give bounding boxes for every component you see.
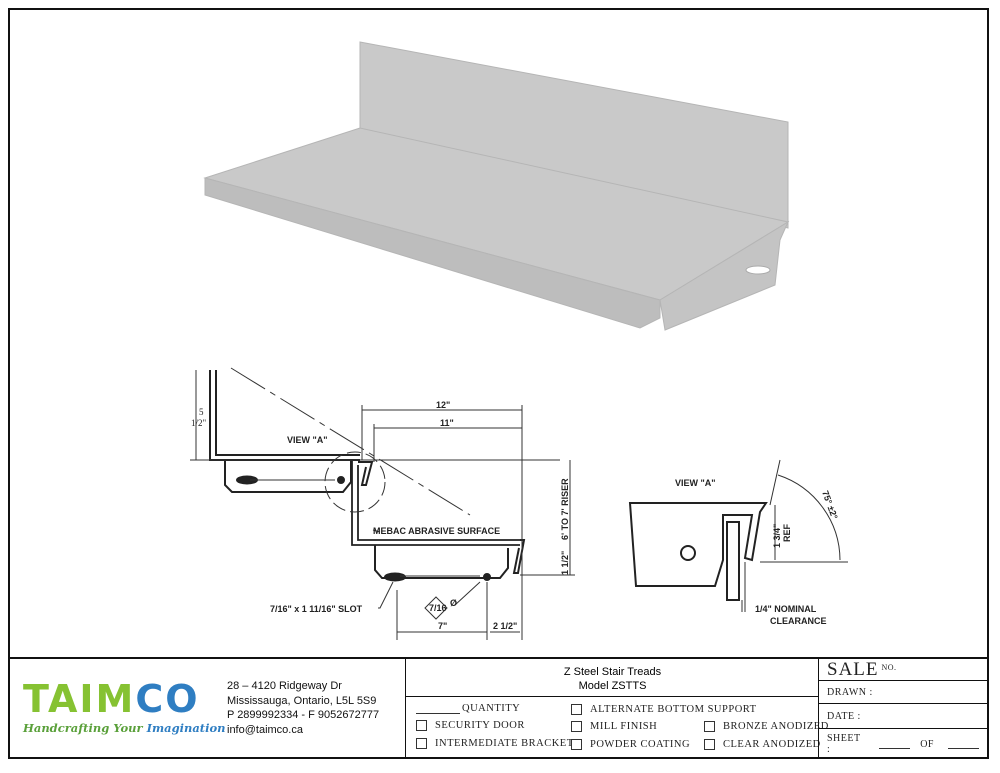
product-name: Z Steel Stair Treads bbox=[563, 666, 662, 678]
checkbox[interactable] bbox=[416, 738, 427, 749]
option-label: BRONZE ANODIZED bbox=[723, 721, 829, 732]
drawing-frame bbox=[8, 8, 989, 759]
option-label: INTERMEDIATE BRACKET bbox=[435, 738, 574, 749]
clearance-label-1: 1/4" NOMINAL bbox=[755, 604, 817, 614]
checkbox-clear-anodized[interactable]: CLEAR ANODIZED bbox=[704, 739, 821, 750]
logo-text-green: TAIM bbox=[23, 677, 136, 721]
checkbox[interactable] bbox=[571, 721, 582, 732]
hole-label: 7/16 bbox=[429, 603, 447, 613]
quantity-label: QUANTITY bbox=[462, 703, 521, 714]
dim-5: 5 bbox=[199, 407, 204, 417]
section-view bbox=[209, 370, 526, 582]
sale-label: SALE bbox=[827, 658, 879, 680]
option-label: POWDER COATING bbox=[590, 739, 691, 750]
ref-dim: 1 3/4" bbox=[772, 524, 782, 548]
ref-label: REF bbox=[782, 523, 792, 542]
option-label: ALTERNATE BOTTOM SUPPORT bbox=[590, 704, 757, 715]
checkbox-intermediate-bracket[interactable]: INTERMEDIATE BRACKET bbox=[416, 738, 574, 749]
checkbox[interactable] bbox=[571, 704, 582, 715]
date-row: DATE : bbox=[819, 704, 989, 729]
checkbox-powder-coating[interactable]: POWDER COATING bbox=[571, 739, 690, 750]
logo-text-blue: CO bbox=[135, 677, 200, 721]
dim-7: 7" bbox=[438, 621, 447, 631]
product-model: Model ZSTTS bbox=[578, 680, 647, 692]
detail-view-a bbox=[628, 502, 768, 601]
option-label: CLEAR ANODIZED bbox=[723, 739, 821, 750]
dim-11: 11" bbox=[440, 418, 454, 428]
product-options: Z Steel Stair Treads Model ZSTTS QUANTIT… bbox=[405, 659, 828, 759]
section-labels: VIEW "A" 12" 11" 5 1/2" 6' TO 7' RISER M… bbox=[191, 400, 570, 631]
phone-fax: P 2899992334 - F 9052672777 bbox=[227, 709, 380, 721]
date-label: DATE : bbox=[827, 710, 861, 722]
address-line-1: 28 – 4120 Ridgeway Dr bbox=[227, 680, 342, 692]
dim-2-half: 2 1/2" bbox=[493, 621, 517, 631]
checkbox[interactable] bbox=[571, 739, 582, 750]
tagline-part2: Imagination bbox=[146, 721, 226, 735]
option-label: MILL FINISH bbox=[590, 721, 658, 732]
detail-title: VIEW "A" bbox=[675, 478, 716, 488]
view-a-label: VIEW "A" bbox=[287, 435, 328, 445]
title-block: TAIMCO Handcrafting Your Imagination 28 … bbox=[8, 657, 989, 759]
product-title: Z Steel Stair Treads Model ZSTTS bbox=[406, 659, 819, 697]
tread-render bbox=[203, 41, 790, 331]
diameter-symbol: Ø bbox=[450, 598, 457, 608]
detail-dimensions bbox=[741, 459, 848, 612]
address-line-2: Mississauga, Ontario, L5L 5S9 bbox=[227, 694, 377, 707]
checkbox-mill-finish[interactable]: MILL FINISH bbox=[571, 721, 657, 732]
checkbox-alternate-bottom-support[interactable]: ALTERNATE BOTTOM SUPPORT bbox=[571, 704, 757, 715]
quantity-field[interactable]: QUANTITY bbox=[416, 703, 520, 714]
company-info: TAIMCO Handcrafting Your Imagination 28 … bbox=[8, 659, 405, 759]
clearance-label-2: CLEARANCE bbox=[770, 616, 827, 626]
dim-5-frac: 1/2" bbox=[191, 418, 207, 428]
mebac-label: MEBAC ABRASIVE SURFACE bbox=[373, 526, 500, 536]
angle-label: 75° ±2° bbox=[820, 489, 840, 521]
dimension-lines bbox=[190, 367, 575, 640]
option-label: SECURITY DOOR bbox=[435, 720, 525, 731]
drawn-label: DRAWN : bbox=[827, 686, 873, 698]
sale-no-label: NO. bbox=[881, 663, 897, 672]
detail-labels: VIEW "A" 75° ±2° 1 3/4" REF 1/4" NOMINAL… bbox=[675, 478, 840, 626]
dim-12: 12" bbox=[436, 400, 450, 410]
sheet-label: SHEET : bbox=[827, 733, 861, 755]
checkbox-bronze-anodized[interactable]: BRONZE ANODIZED bbox=[704, 721, 829, 732]
tagline-part1: Handcrafting Your bbox=[23, 721, 147, 735]
of-label: OF bbox=[920, 738, 934, 750]
email: info@taimco.ca bbox=[227, 723, 303, 736]
checkbox[interactable] bbox=[416, 720, 427, 731]
sheet-row: SHEET : OF bbox=[819, 729, 989, 759]
company-logo: TAIMCO Handcrafting Your Imagination bbox=[23, 679, 226, 735]
checkbox[interactable] bbox=[704, 739, 715, 750]
dim-1-half: 1 1/2" bbox=[560, 551, 570, 575]
drawn-row: DRAWN : bbox=[819, 681, 989, 704]
checkbox-security-door[interactable]: SECURITY DOOR bbox=[416, 720, 525, 731]
company-address: 28 – 4120 Ridgeway Dr Mississauga, Ontar… bbox=[227, 679, 379, 737]
riser-label: 6' TO 7' RISER bbox=[560, 478, 570, 540]
slot-label: 7/16" x 1 11/16" SLOT bbox=[270, 604, 363, 614]
checkbox[interactable] bbox=[704, 721, 715, 732]
